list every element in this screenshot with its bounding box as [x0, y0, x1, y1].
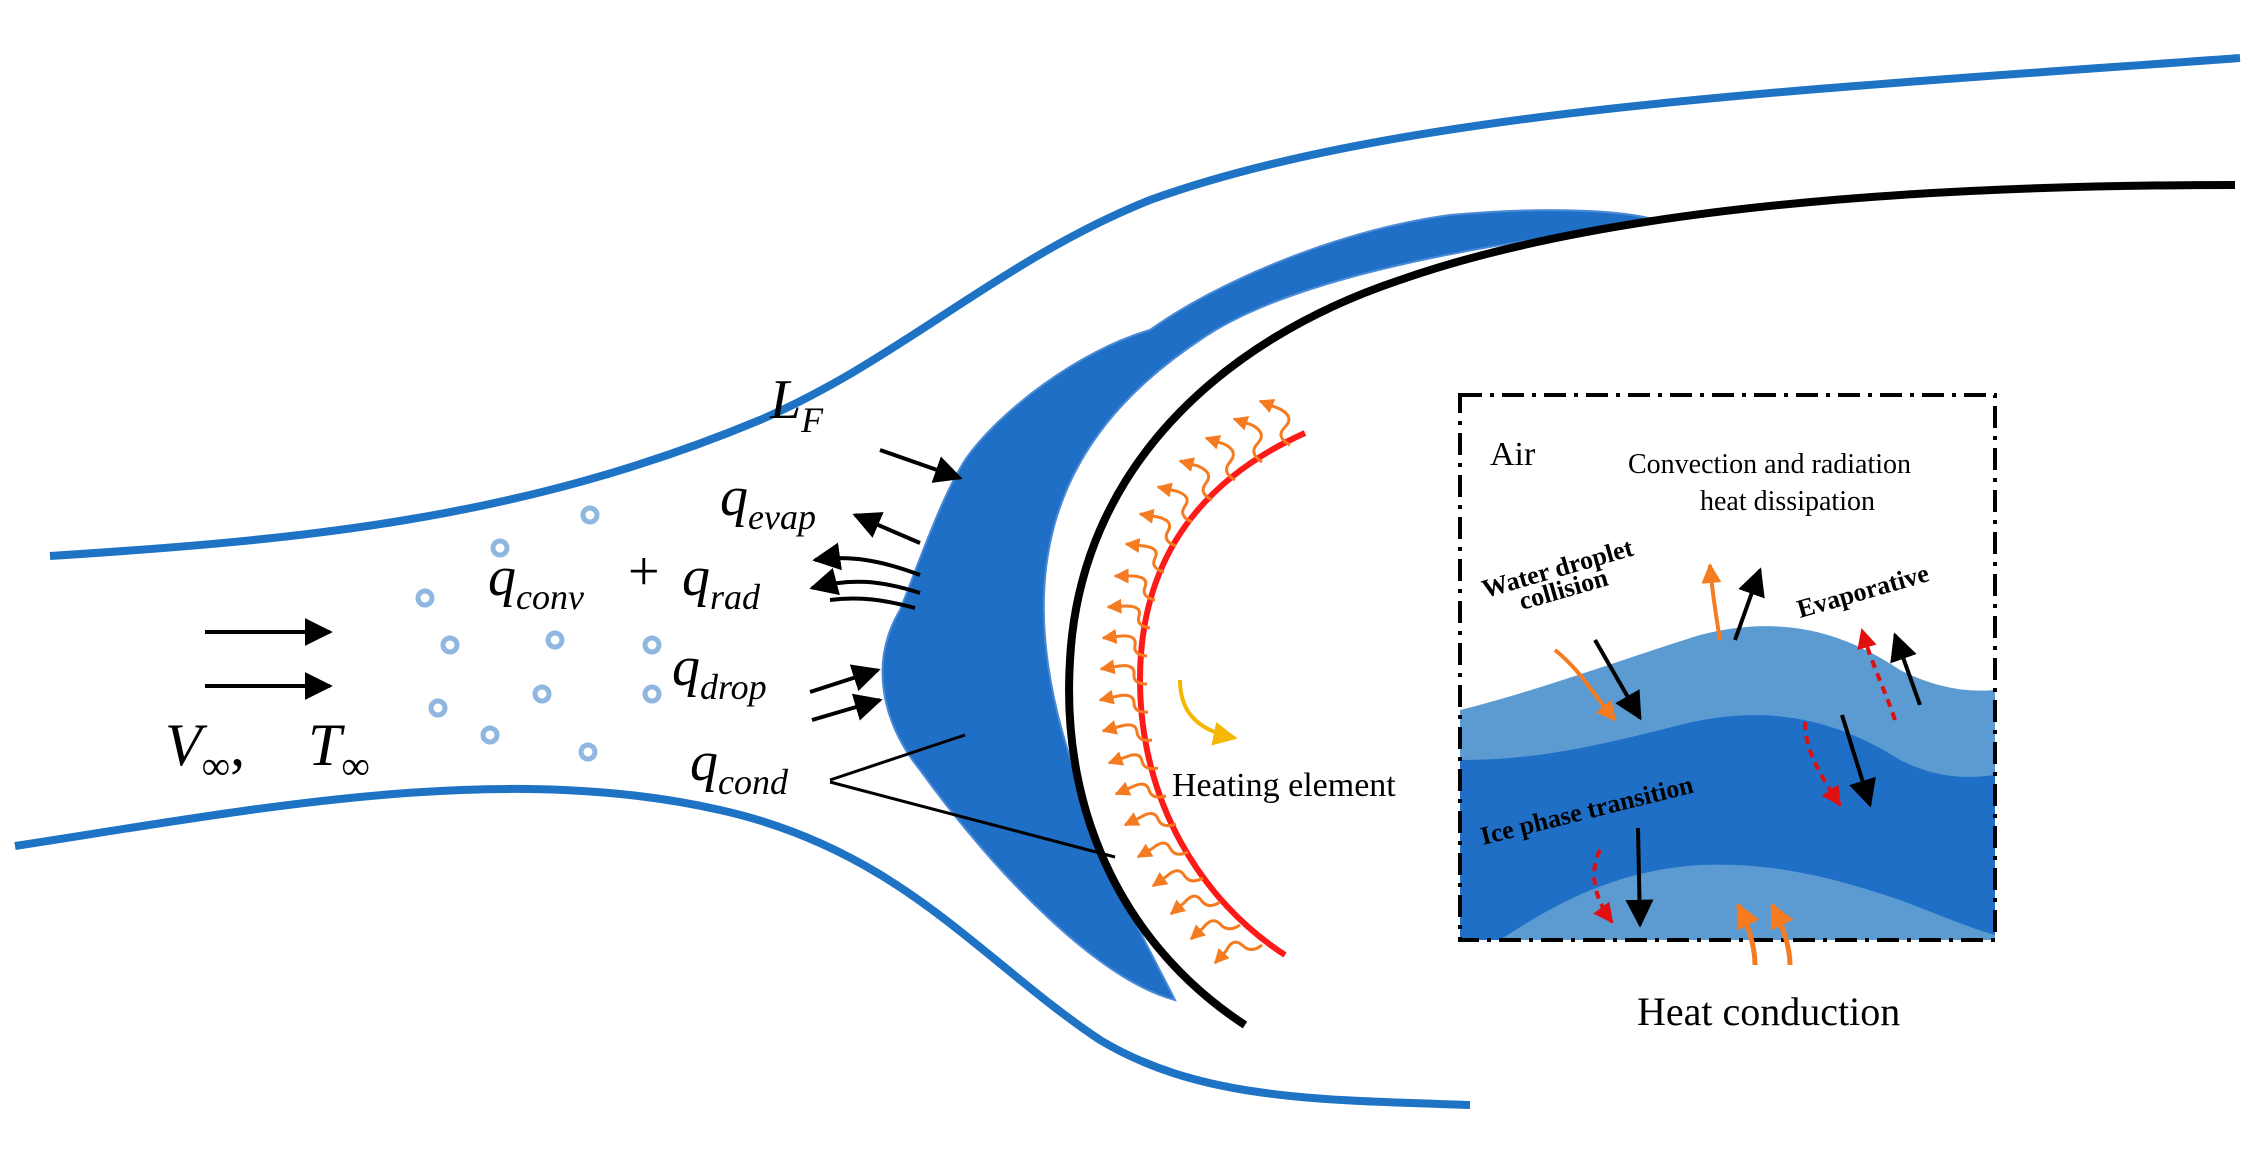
inset-convection-line1: Convection and radiation	[1628, 449, 1911, 480]
label-heating-element: Heating element	[1172, 767, 1396, 804]
heat-flux-arrows	[1098, 399, 1291, 965]
qcond-leader-2	[829, 780, 1116, 859]
qrad-arrow-2	[829, 596, 916, 610]
label-V-inf: V∞,	[165, 712, 245, 788]
label-q-conv: qconv	[488, 546, 584, 617]
inset-ice-red	[1592, 849, 1614, 924]
label-T-inf: T∞	[308, 712, 370, 788]
LF-arrow	[879, 448, 963, 483]
inset-substrate-layer	[1500, 864, 1995, 940]
inset-conduction-orange-2	[1769, 902, 1794, 966]
inset-evap-red	[1857, 628, 1897, 721]
inset-ice-arrow	[1625, 827, 1654, 928]
inset-convection-orange	[1701, 563, 1722, 641]
inset-mid-red	[1803, 721, 1842, 807]
qevap-arrow	[852, 512, 921, 545]
label-LF: LF	[769, 369, 824, 440]
inset-mid-arrow	[1840, 714, 1876, 808]
qconv-arrow	[812, 542, 921, 577]
inset-collision-orange	[1553, 648, 1617, 722]
label-q-evap: qevap	[720, 466, 816, 537]
ice-layer	[881, 209, 1664, 1002]
qrad-arrow	[809, 568, 921, 596]
inset-evap-arrow	[1890, 632, 1922, 706]
inset-convection-line2: heat dissipation	[1700, 486, 1875, 517]
label-heat-conduction: Heat conduction	[1637, 989, 1900, 1034]
heating-element-arc	[1136, 430, 1307, 958]
inset-label-air: Air	[1490, 436, 1536, 473]
label-q-rad: qrad	[682, 546, 761, 617]
qdrop-arrow-2	[811, 693, 883, 722]
inset-border	[1458, 393, 1997, 942]
label-q-cond: qcond	[690, 731, 789, 802]
qdrop-arrow-1	[809, 664, 881, 694]
qcond-leader-1	[829, 733, 966, 782]
inset-conduction-orange-1	[1735, 902, 1760, 966]
lower-duct-wall	[14, 784, 1471, 1109]
water-droplets	[415, 505, 662, 762]
inset-evaporative: Evaporative	[1794, 558, 1932, 623]
upper-duct-wall	[49, 54, 2241, 560]
heating-direction-arrow	[1178, 679, 1238, 746]
inset-collision-arrow	[1593, 639, 1642, 721]
label-plus: +	[628, 541, 660, 603]
label-q-drop: qdrop	[672, 636, 767, 707]
inset-panel: Air Convection and radiation heat dissip…	[1458, 393, 1997, 966]
inset-convection-arrow	[1733, 567, 1765, 641]
surface-line	[1065, 181, 2236, 1029]
